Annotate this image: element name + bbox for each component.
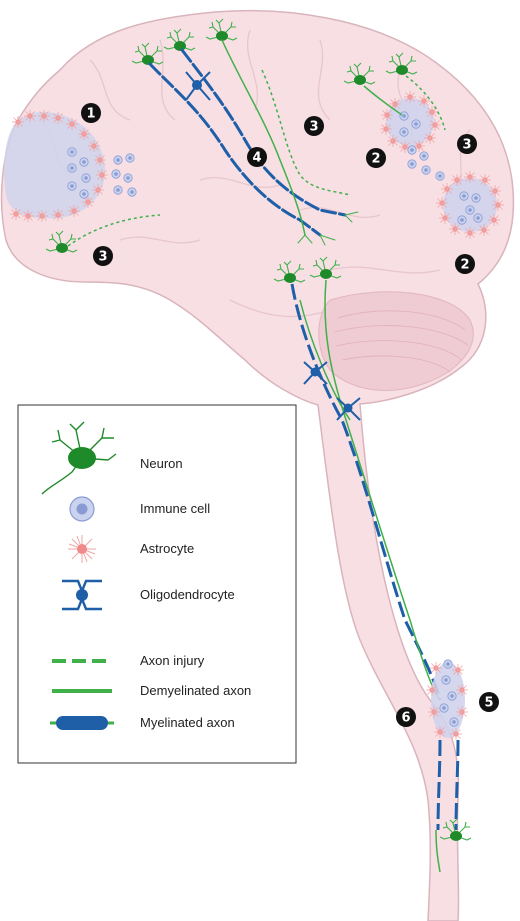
marker-1-0: 1: [81, 103, 101, 123]
legend-label-4: Axon injury: [140, 653, 205, 668]
legend-label-1: Immune cell: [140, 501, 210, 516]
immune-cell-icon: [69, 496, 95, 522]
oligodendrocyte-cord-1: [303, 361, 328, 385]
astrocyte-icon: [68, 535, 96, 563]
marker-circle: [366, 148, 386, 168]
marker-circle: [479, 692, 499, 712]
marker-circle: [455, 254, 475, 274]
marker-circle: [457, 134, 477, 154]
marker-circle: [93, 246, 113, 266]
marker-2-1: 2: [366, 148, 386, 168]
marker-3-3: 3: [304, 116, 324, 136]
lesion-2b: [435, 170, 505, 240]
marker-label: 3: [98, 250, 107, 265]
marker-label: 3: [309, 120, 318, 135]
brain-neurons: [45, 18, 446, 254]
legend-label-0: Neuron: [140, 456, 183, 471]
marker-label: 4: [252, 151, 261, 166]
oligodendrocyte-cord-2: [336, 397, 361, 421]
lesion-5: [425, 659, 469, 741]
legend-box: [17, 404, 297, 764]
neuron-icon: [41, 421, 117, 495]
legend-label-6: Myelinated axon: [140, 715, 235, 730]
legend: Neuron Immune cell Astrocyte Oligodendro…: [17, 404, 297, 764]
marker-circle: [304, 116, 324, 136]
oligodendrocyte-brain: [185, 71, 211, 101]
cerebellum: [318, 291, 474, 391]
legend-label-3: Oligodendrocyte: [140, 587, 235, 602]
marker-5-7: 5: [479, 692, 499, 712]
marker-4-6: 4: [247, 147, 267, 167]
marker-2-2: 2: [455, 254, 475, 274]
markers: 1 2 2 3 3 3 4 5 6: [81, 103, 499, 727]
spinal-tracts: [273, 256, 472, 873]
marker-circle: [247, 147, 267, 167]
marker-circle: [81, 103, 101, 123]
marker-label: 3: [462, 138, 471, 153]
legend-label-5: Demyelinated axon: [140, 683, 251, 698]
marker-label: 5: [484, 696, 493, 711]
legend-label-2: Astrocyte: [140, 541, 194, 556]
lesion-1: [4, 109, 137, 223]
marker-circle: [396, 707, 416, 727]
myelinated-axon-icon: [50, 716, 114, 730]
lesion-2a: [379, 90, 445, 181]
marker-6-8: 6: [396, 707, 416, 727]
marker-label: 2: [460, 258, 469, 273]
marker-label: 1: [86, 107, 95, 122]
oligodendrocyte-icon: [62, 579, 102, 611]
marker-3-4: 3: [457, 134, 477, 154]
marker-3-5: 3: [93, 246, 113, 266]
marker-label: 2: [371, 152, 380, 167]
marker-label: 6: [401, 711, 410, 726]
